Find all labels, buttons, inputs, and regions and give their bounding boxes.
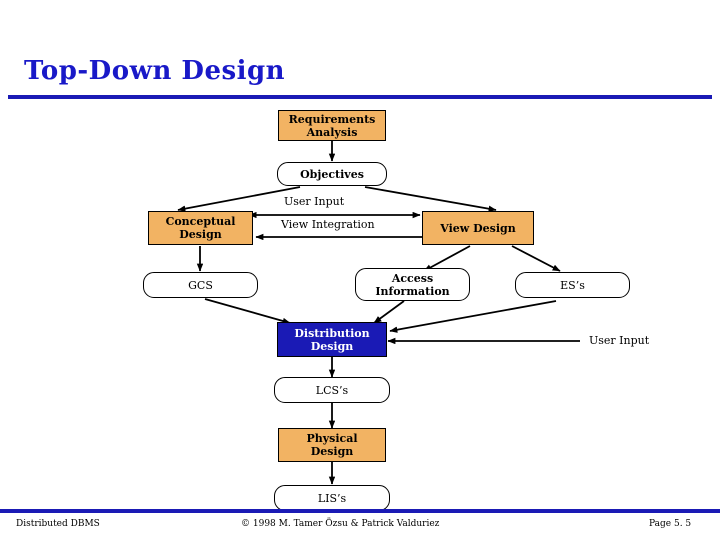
node-lis[interactable]: LIS’s [274, 485, 390, 511]
node-conceptual-design[interactable]: Conceptual Design [148, 211, 253, 245]
edge-label-user-input-right: User Input [589, 334, 650, 347]
footer-divider [0, 509, 720, 513]
edge-label-view-integration: View Integration [281, 218, 375, 231]
footer-copyright: © 1998 M. Tamer Özsu & Patrick Valduriez [241, 519, 440, 529]
title-divider [8, 95, 712, 99]
node-view-design[interactable]: View Design [422, 211, 534, 245]
node-objectives[interactable]: Objectives [277, 162, 387, 186]
node-distribution-design[interactable]: Distribution Design [277, 322, 387, 357]
footer-left-text: Distributed DBMS [16, 519, 100, 529]
node-gcs[interactable]: GCS [143, 272, 258, 298]
node-lcs[interactable]: LCS’s [274, 377, 390, 403]
node-requirements-analysis[interactable]: Requirements Analysis [278, 110, 386, 141]
node-es[interactable]: ES’s [515, 272, 630, 298]
node-physical-design[interactable]: Physical Design [278, 428, 386, 462]
node-access-information[interactable]: Access Information [355, 268, 470, 301]
footer-page-number: Page 5. 5 [649, 519, 692, 529]
edge-label-user-input-top: User Input [284, 195, 345, 208]
page-title: Top-Down Design [24, 56, 286, 86]
